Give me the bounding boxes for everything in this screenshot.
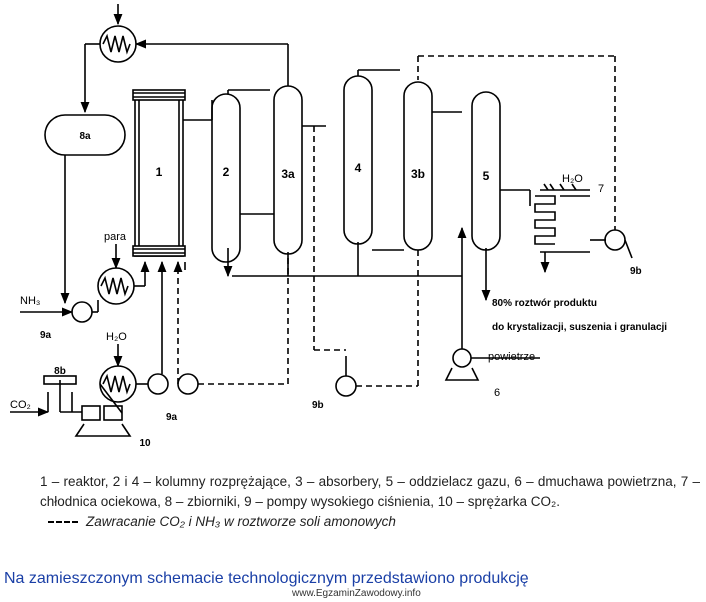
compressor-10 <box>74 383 132 437</box>
label-column-2: 2 <box>223 165 230 179</box>
label-product-line2: do krystalizacji, suszenia i granulacji <box>492 322 667 333</box>
unit-labels: 1 2 3a 4 3b 5 7 8a 8b 6 10 9a 9a 9b 9b N… <box>10 131 667 449</box>
reactor-1 <box>132 89 213 270</box>
label-pump-9a-left: 9a <box>40 330 52 341</box>
label-pump-9b-middle: 9b <box>312 400 324 411</box>
label-blower-6: 6 <box>494 387 500 399</box>
legend-dashed-text: Zawracanie CO₂ i NH₃ w roztworze soli am… <box>86 514 396 529</box>
label-para: para <box>104 231 127 243</box>
blower-6 <box>444 226 540 381</box>
label-column-5: 5 <box>483 169 490 183</box>
steam-heat-exchanger <box>97 244 150 305</box>
label-compressor-10: 10 <box>139 438 151 449</box>
column-4 <box>343 69 404 276</box>
footer-url: www.EgzaminZawodowy.info <box>292 588 421 599</box>
label-column-3a: 3a <box>281 167 295 181</box>
legend: 1 – reaktor, 2 i 4 – kolumny rozprężając… <box>40 472 700 532</box>
label-h2o-cooler: H₂O <box>562 173 583 185</box>
column-3b <box>403 81 462 251</box>
label-co2: CO₂ <box>10 399 31 411</box>
legend-dashed-row: Zawracanie CO₂ i NH₃ w roztworze soli am… <box>48 512 700 532</box>
pump-9b-middle <box>335 356 357 397</box>
column-3a <box>232 85 462 277</box>
tank-8b <box>10 375 82 417</box>
column-2 <box>211 89 274 278</box>
label-column-3b: 3b <box>411 167 425 181</box>
pump-9a-left <box>20 300 99 323</box>
legend-text: 1 – reaktor, 2 i 4 – kolumny rozprężając… <box>40 474 700 509</box>
label-tank-8b: 8b <box>54 366 66 377</box>
label-column-4: 4 <box>355 161 362 175</box>
label-cooler-7: 7 <box>598 183 604 195</box>
label-h2o-left: H₂O <box>106 331 127 343</box>
top-heat-exchanger <box>80 4 289 114</box>
label-tank-8a: 8a <box>79 131 91 142</box>
label-pump-9b-right: 9b <box>630 266 642 277</box>
label-powietrze: powietrze <box>488 351 535 363</box>
process-flow-diagram: 1 2 3a 4 3b 5 7 8a 8b 6 10 9a 9a 9b 9b N… <box>10 4 667 449</box>
question-text: Na zamieszczonym schemacie technologiczn… <box>4 570 529 587</box>
label-nh3: NH₃ <box>20 295 40 307</box>
pump-9b-right <box>604 229 633 259</box>
label-product-line1: 80% roztwór produktu <box>492 298 597 309</box>
gas-separator-5 <box>471 91 531 302</box>
label-pump-9a-bottom: 9a <box>166 412 178 423</box>
tank-8a <box>44 114 126 305</box>
drip-cooler-7 <box>534 183 606 274</box>
recycle-lines-dashed <box>173 55 616 387</box>
dashed-line-sample <box>48 521 78 524</box>
label-reactor: 1 <box>156 165 163 179</box>
